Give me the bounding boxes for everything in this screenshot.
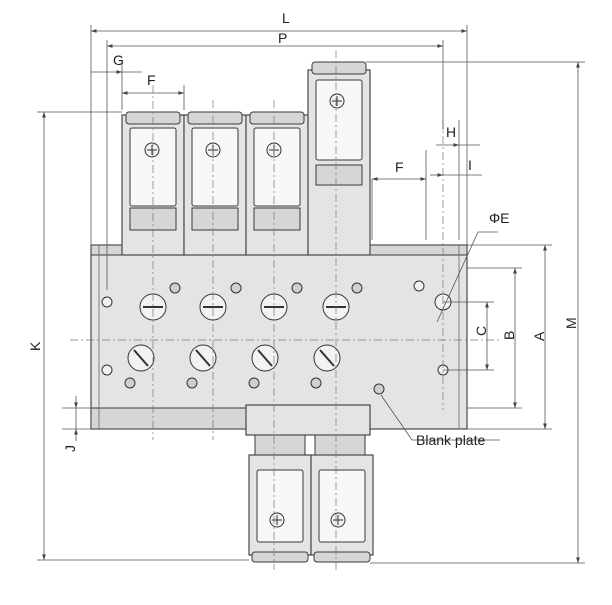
- label-A: A: [531, 331, 547, 341]
- label-H: H: [446, 124, 456, 140]
- label-F-top: F: [147, 72, 156, 88]
- label-C: C: [473, 326, 489, 336]
- valve-3: [245, 111, 309, 256]
- dimension-labels: L P G F H I F ΦE K M A B C J Blank plate: [27, 10, 579, 452]
- label-E: ΦE: [489, 210, 510, 226]
- label-P: P: [278, 30, 287, 46]
- center-lines: [70, 50, 500, 570]
- label-B: B: [501, 331, 517, 340]
- label-K: K: [27, 341, 43, 351]
- label-G: G: [113, 52, 124, 68]
- bottom-valve-block: [245, 404, 374, 563]
- valve-4: [307, 61, 371, 256]
- label-F-right: F: [395, 159, 404, 175]
- label-I: I: [468, 157, 472, 173]
- label-M: M: [563, 317, 579, 329]
- dimension-lines: [37, 25, 585, 564]
- label-blank-plate: Blank plate: [416, 432, 485, 448]
- label-J: J: [62, 445, 78, 452]
- label-L: L: [282, 10, 290, 26]
- manifold-ports: [101, 280, 452, 395]
- manifold-base: [90, 244, 468, 430]
- valve-2: [183, 111, 247, 256]
